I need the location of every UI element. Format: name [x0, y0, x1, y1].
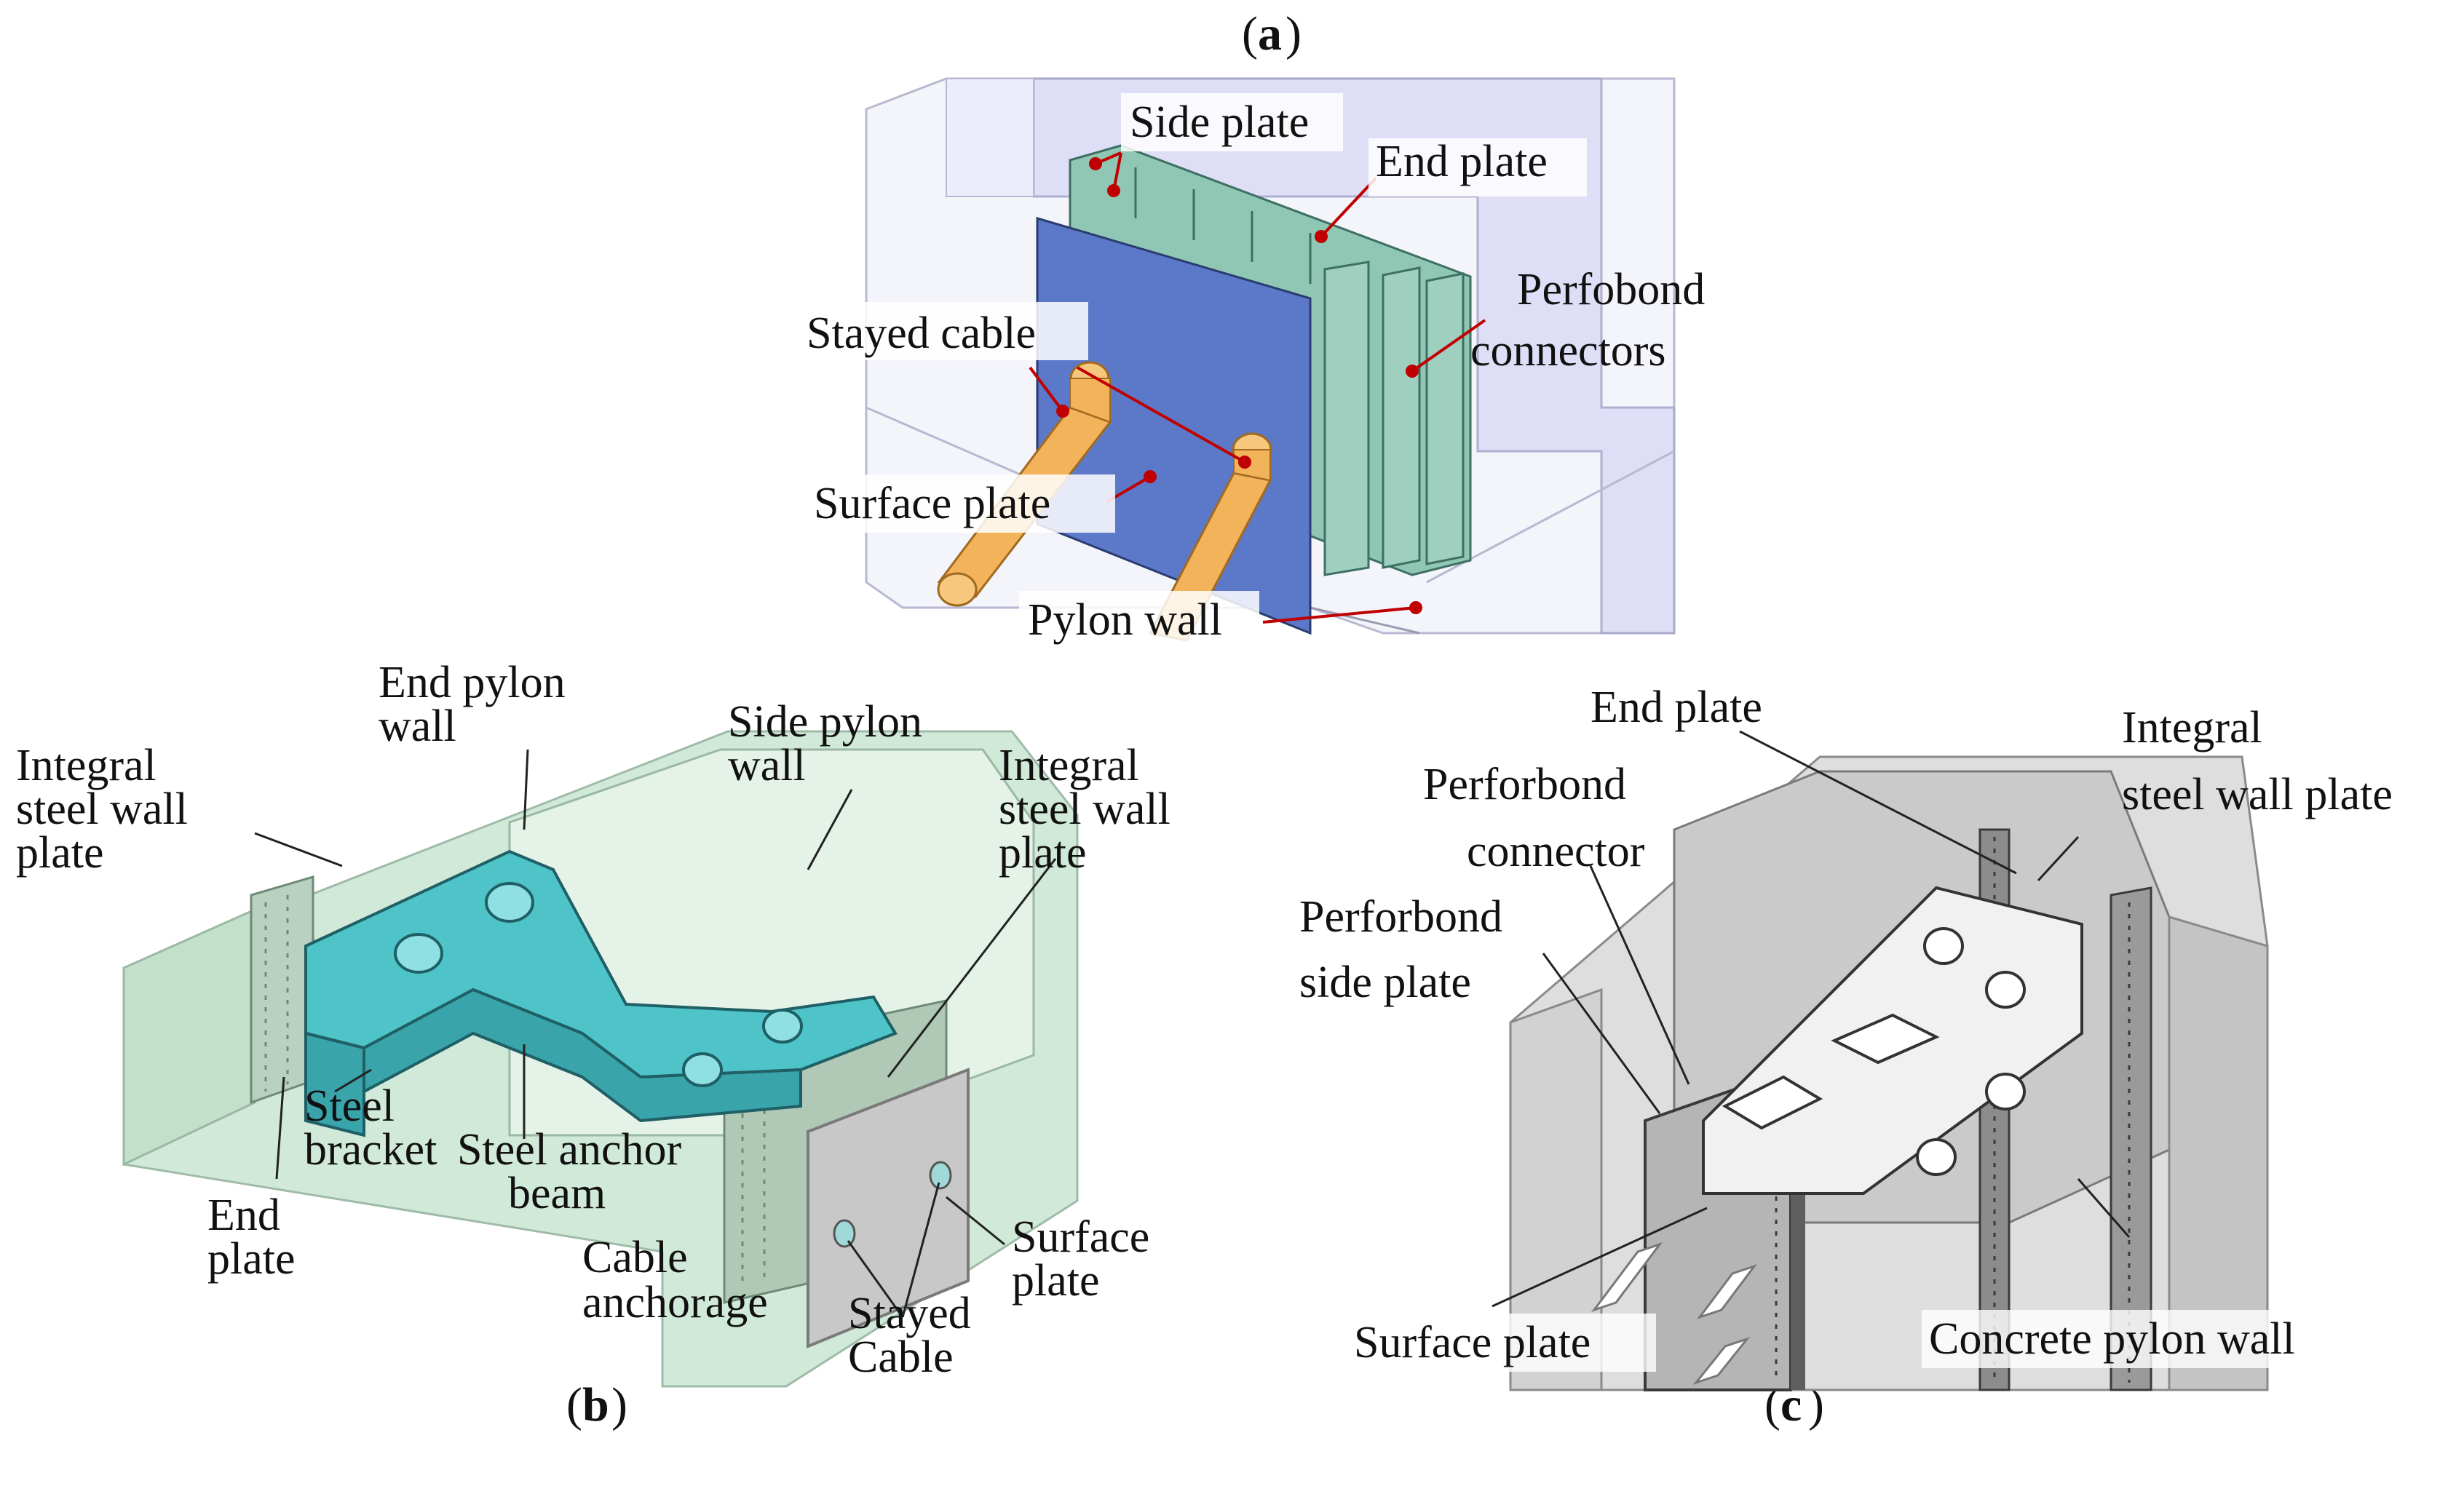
- label-integral-left-3: plate: [16, 828, 104, 878]
- label-integral-left-1: Integral: [16, 741, 157, 790]
- label-side-plate: Side plate: [1130, 98, 1309, 147]
- label-surface-plate-c: Surface plate: [1354, 1318, 1590, 1367]
- caption-a-close: ): [1286, 7, 1302, 60]
- cable-hole-2: [929, 1161, 952, 1190]
- label-pylon-wall: Pylon wall: [1028, 595, 1222, 645]
- leader-lines-c: [1492, 730, 2131, 1308]
- label-steel-anchor-beam-1: Steel anchor: [457, 1125, 682, 1175]
- label-perforbond-connector-1: Perforbond: [1423, 760, 1626, 809]
- panel-b: ( b ): [16, 658, 1170, 1431]
- caption-b-close: ): [611, 1378, 627, 1431]
- label-surface-plate-b-2: plate: [1012, 1256, 1100, 1306]
- label-end-plate-b-1: End: [207, 1191, 280, 1240]
- cable-hole-1: [833, 1219, 856, 1248]
- label-end-pylon-wall-2: wall: [379, 702, 456, 751]
- label-end-pylon-wall-1: End pylon: [379, 658, 566, 707]
- panel-c: ( c ): [1299, 683, 2393, 1431]
- label-steel-bracket-2: bracket: [304, 1125, 437, 1175]
- label-bg: [1121, 93, 1343, 151]
- caption-b-letter: b: [582, 1378, 609, 1431]
- label-integral-right-1: Integral: [999, 741, 1139, 790]
- caption-a-letter: a: [1258, 7, 1282, 60]
- label-end-plate-c: End plate: [1590, 683, 1762, 732]
- anchor-box-c: [1702, 886, 2083, 1195]
- cables-c: [1590, 1242, 1758, 1386]
- caption-c-close: ): [1808, 1378, 1824, 1431]
- label-stayed-cable-a: Stayed cable: [807, 309, 1036, 358]
- caption-b-open: (: [566, 1378, 582, 1431]
- label-stayed-cable-b-2: Cable: [848, 1332, 954, 1382]
- leader-lines-b: [254, 749, 1057, 1318]
- leader-lines-a: [1029, 151, 1486, 624]
- label-perfobond-line1: Perfobond: [1517, 265, 1705, 314]
- label-bg: [1019, 591, 1259, 649]
- label-cable-anchorage-1: Cable: [582, 1233, 688, 1282]
- label-steel-anchor-beam-2: beam: [508, 1169, 606, 1218]
- label-perforbond-connector-2: connector: [1467, 827, 1645, 876]
- label-integral-c-1: Integral: [2122, 703, 2262, 752]
- label-cable-anchorage-2: anchorage: [582, 1278, 768, 1327]
- label-bg: [1922, 1310, 2373, 1368]
- label-steel-bracket-1: Steel: [304, 1081, 395, 1131]
- caption-a-open: (: [1242, 7, 1258, 60]
- label-concrete-pylon-wall: Concrete pylon wall: [1929, 1314, 2295, 1364]
- label-surface-plate-a: Surface plate: [814, 479, 1050, 528]
- label-integral-left-2: steel wall: [16, 784, 188, 834]
- label-perfobond-line2: connectors: [1470, 326, 1666, 376]
- label-bg: [804, 302, 1088, 360]
- label-bg: [1350, 1314, 1656, 1372]
- label-side-pylon-wall-1: Side pylon: [728, 697, 922, 747]
- label-perforbond-side-plate-2: side plate: [1299, 958, 1471, 1007]
- label-bg: [1368, 138, 1587, 196]
- label-side-pylon-wall-2: wall: [728, 741, 806, 790]
- surface-plate-b: [807, 1068, 970, 1348]
- caption-c-open: (: [1764, 1378, 1780, 1431]
- label-surface-plate-b-1: Surface: [1012, 1212, 1149, 1262]
- label-end-plate-b-2: plate: [207, 1234, 296, 1284]
- label-end-plate-a: End plate: [1376, 137, 1548, 186]
- steel-anchor-beam-b: [304, 849, 898, 1137]
- label-stayed-cable-b-1: Stayed: [848, 1289, 971, 1338]
- label-integral-c-2: steel wall plate: [2122, 770, 2393, 819]
- label-perforbond-side-plate-1: Perforbond: [1299, 892, 1502, 942]
- panel-a: ( a ): [804, 7, 1705, 649]
- label-integral-right-3: plate: [999, 828, 1087, 878]
- label-integral-right-2: steel wall: [999, 784, 1170, 834]
- label-bg: [809, 474, 1115, 533]
